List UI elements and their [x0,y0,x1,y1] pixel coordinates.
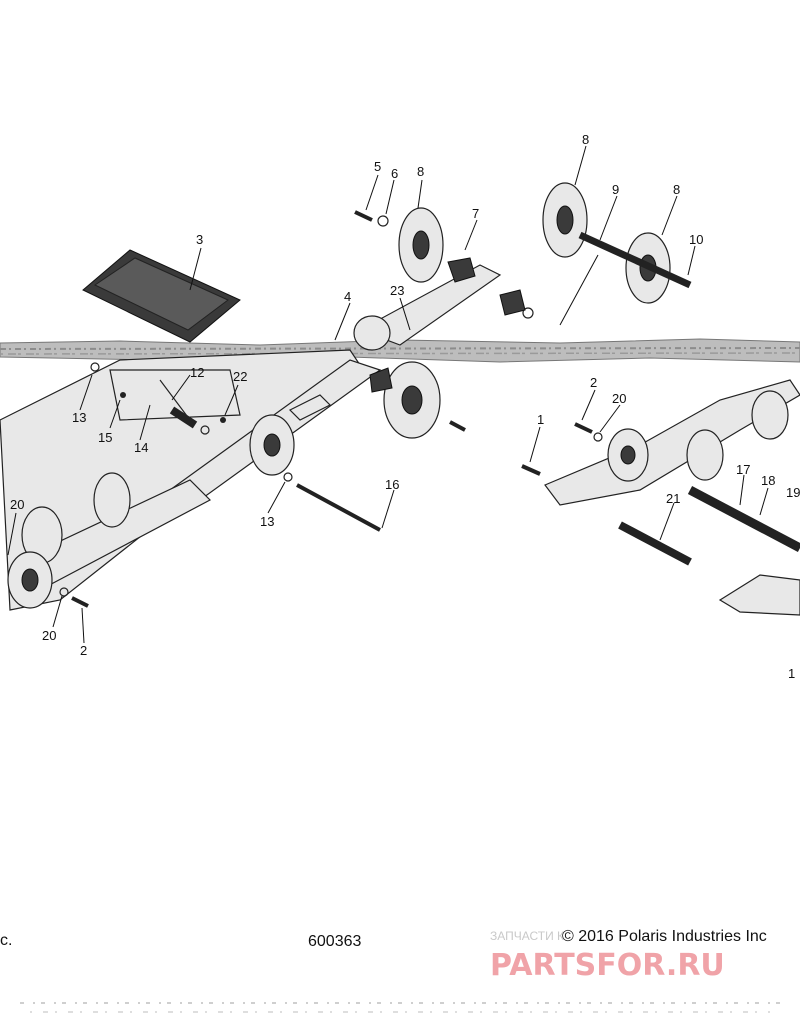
leader-lines [7,145,769,644]
callout-13-center: 13 [260,514,274,529]
callout-1-far-right: 1 [788,666,795,681]
watermark-logo: PARTSFOR.RU [490,948,725,983]
callout-1-right: 1 [537,412,544,427]
shafts-and-bolts [71,210,800,608]
callout-4: 4 [344,289,351,304]
callout-6: 6 [391,166,398,181]
watermark-caption: ЗАПЧАСТИ К [490,929,564,943]
callout-16: 16 [385,477,399,492]
callout-10: 10 [689,232,703,247]
callout-13-left: 13 [72,410,86,425]
callout-21: 21 [666,491,680,506]
idler-wheels [7,182,692,609]
callout-19: 19 [786,485,800,500]
callout-8-right: 8 [673,182,680,197]
callout-8-left: 8 [417,164,424,179]
callout-9: 9 [612,182,619,197]
callout-12: 12 [190,365,204,380]
footer: c. 600363 ЗАПЧАСТИ К © 2016 Polaris Indu… [0,928,780,1013]
callout-2-left: 2 [80,643,87,658]
callout-23: 23 [390,283,404,298]
callout-3: 3 [196,232,203,247]
callout-20-bottom: 20 [42,628,56,643]
callout-20-left: 20 [10,497,24,512]
callout-15: 15 [98,430,112,445]
footer-left-fragment: c. [0,932,12,949]
callout-labels: 3 4 5 6 8 7 8 9 8 10 23 12 22 13 15 14 1… [10,132,800,681]
callout-22: 22 [233,369,247,384]
copyright-notice: © 2016 Polaris Industries Inc [562,928,767,945]
callout-2-right: 2 [590,375,597,390]
callout-20-right: 20 [612,391,626,406]
callout-17: 17 [736,462,750,477]
rail-slide-part [82,249,241,343]
callout-5: 5 [374,159,381,174]
callout-7: 7 [472,206,479,221]
right-suspension-arm [544,379,800,616]
callout-18: 18 [761,473,775,488]
callout-14: 14 [134,440,148,455]
part-number: 600363 [308,933,361,950]
washers-and-nuts [59,215,603,597]
callout-8-top: 8 [582,132,589,147]
